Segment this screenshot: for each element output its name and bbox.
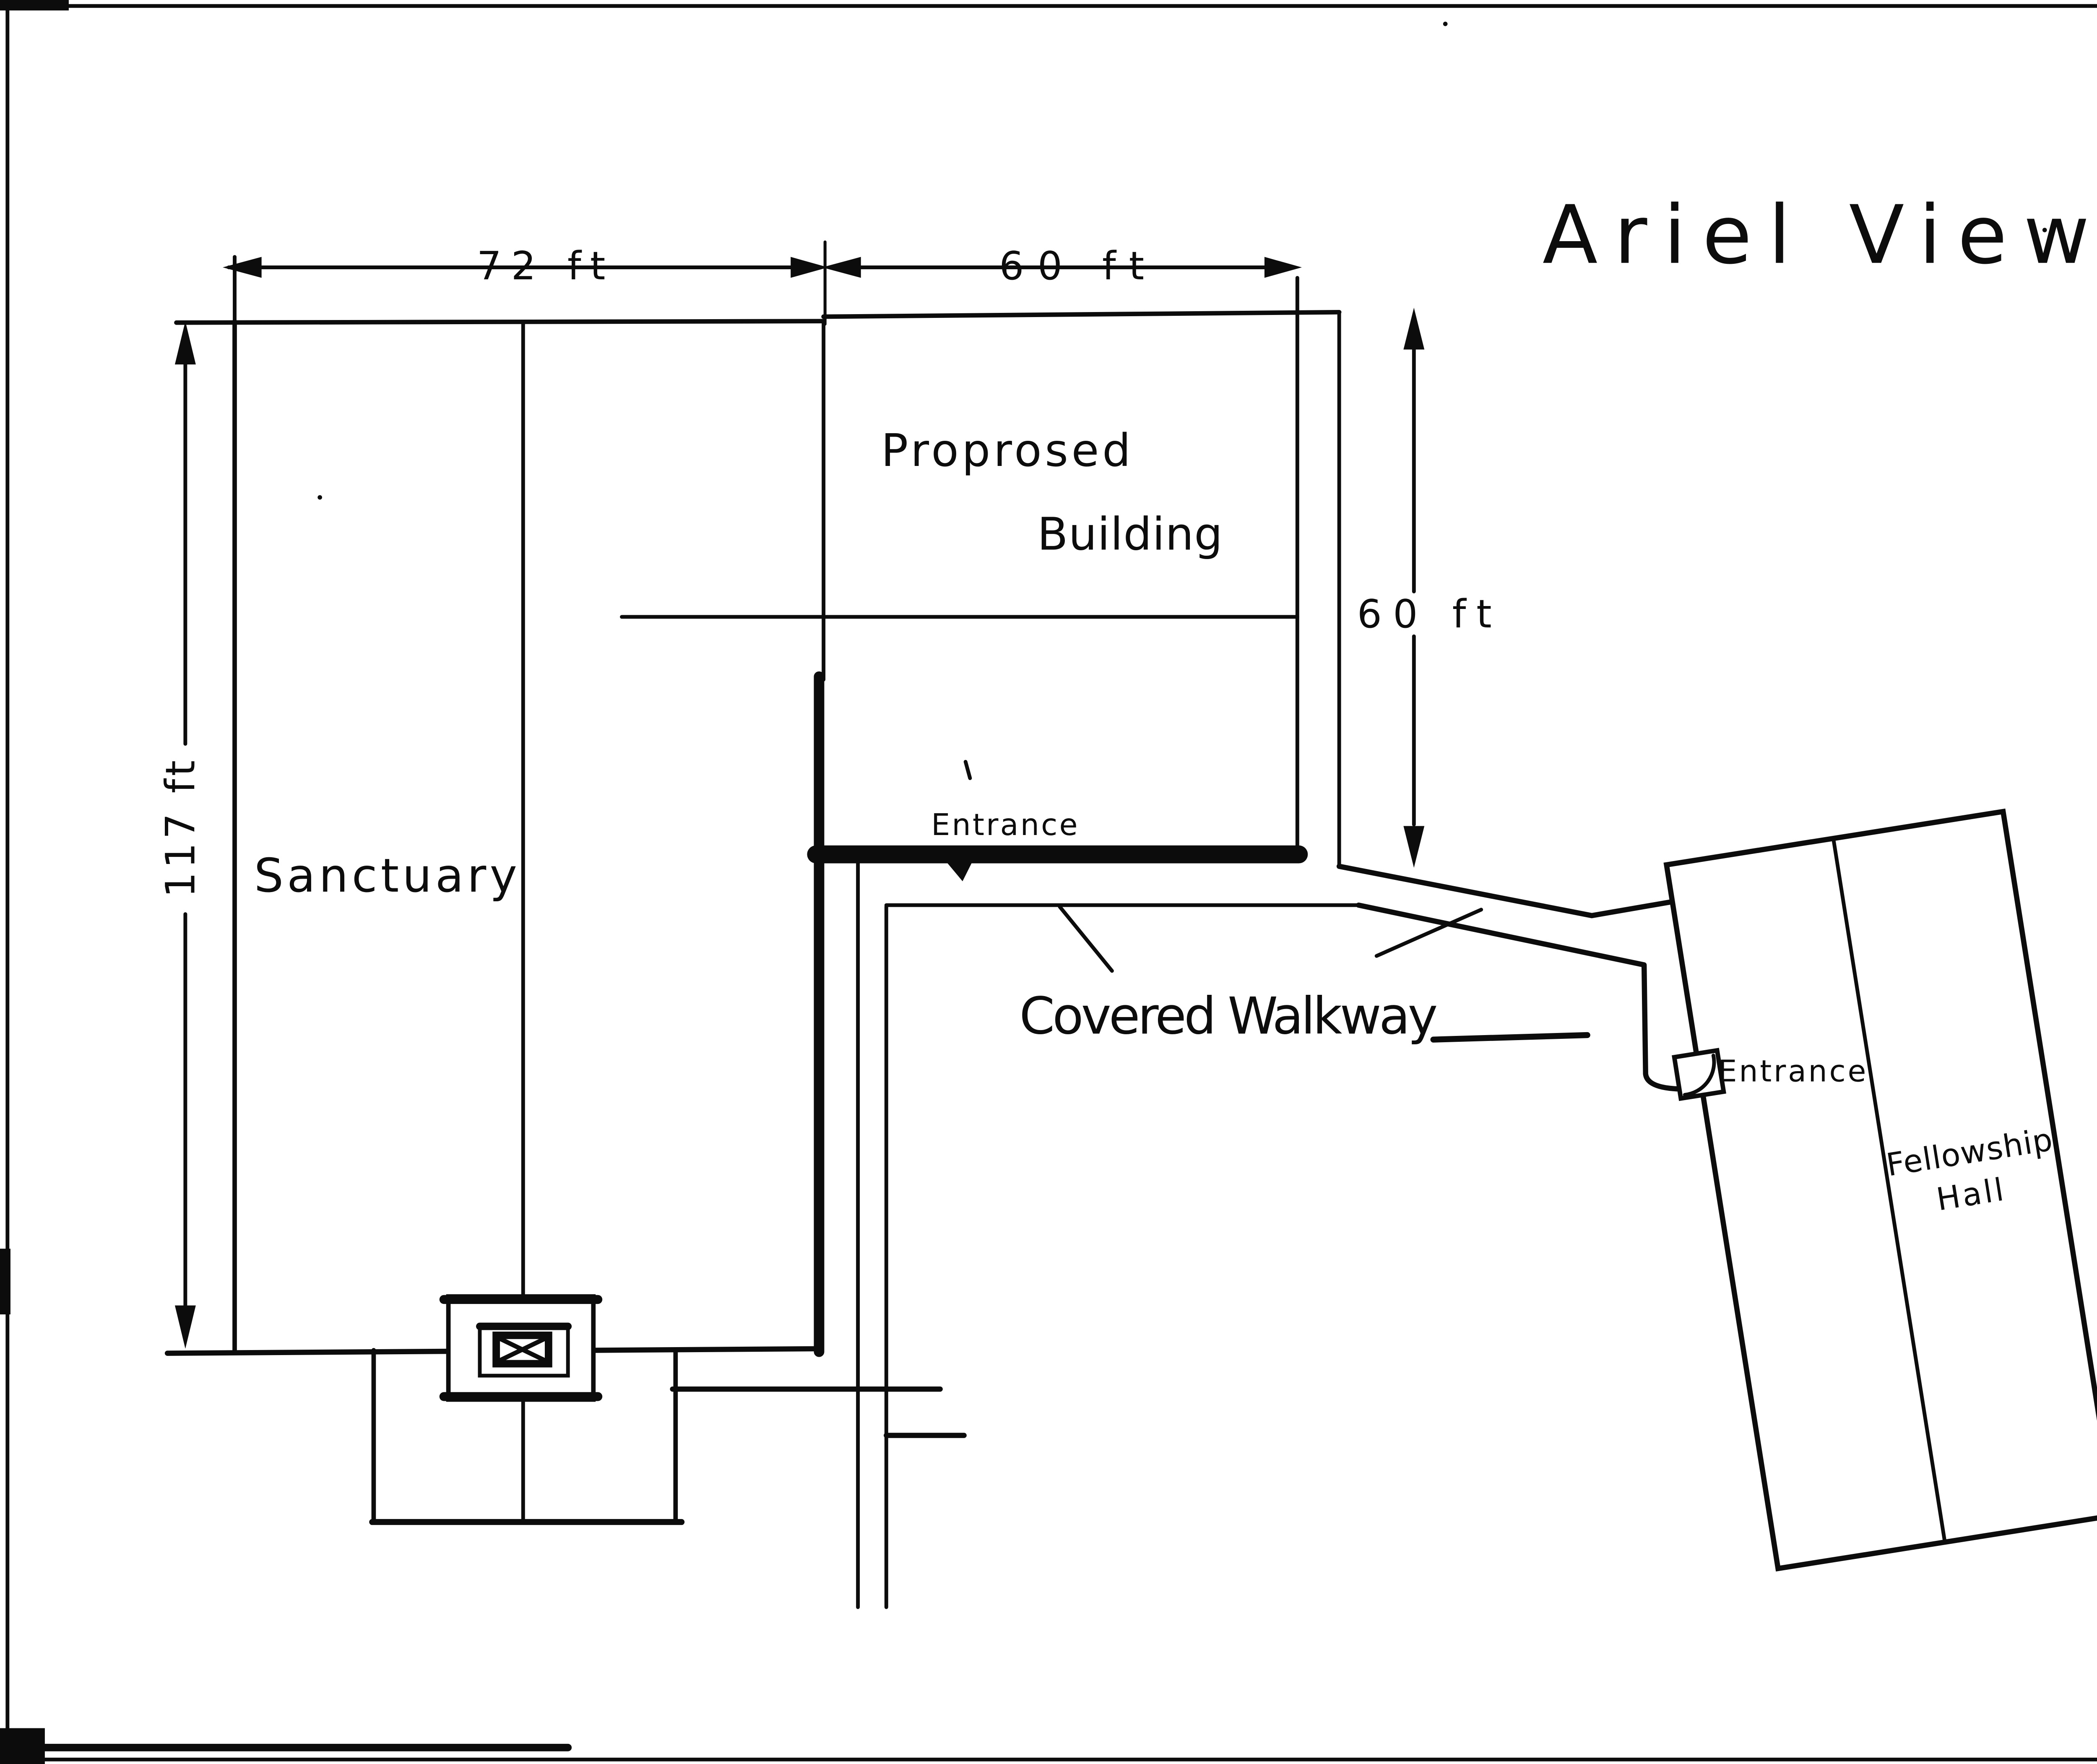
page-border-rect [5, 4, 2097, 1761]
arrow-up-icon [174, 321, 196, 364]
scan-artifact-top-left [0, 0, 69, 10]
proposed-building-label-line2: Building [1037, 509, 1223, 561]
walkway-label-leader-line [1058, 905, 1114, 973]
dim-label-117ft: 117 ft [157, 760, 204, 898]
arrow-right-icon [791, 257, 828, 278]
arrow-right-icon [1264, 257, 1302, 278]
proposed-building-label-line1: Proprosed [881, 425, 1131, 477]
sanctuary-top-wall [174, 319, 826, 325]
scan-artifact-left-edge [0, 1249, 10, 1315]
covered-walkway-label: Covered Walkway [1019, 987, 1438, 1046]
arrow-left-icon [222, 257, 262, 278]
fellowship-hall-interior-wall [1832, 839, 1946, 1541]
fellowship-entrance-label: Entrance [1718, 1054, 1866, 1088]
walkway-east-upper-line [1336, 864, 1672, 918]
fellowship-entrance-door-icon [1672, 1048, 1726, 1101]
fellowship-hall: Fellowship Hall [1663, 808, 2097, 1572]
dimension-117ft: 117 ft [157, 321, 204, 1349]
scan-noise-dot [317, 495, 322, 500]
page-title: Ariel View [1543, 188, 2092, 282]
proposed-entrance-label: Entrance [931, 807, 1077, 842]
rear-annex [369, 1348, 685, 1525]
proposed-entrance-door-icon [947, 863, 972, 882]
covered-walkway [670, 861, 1680, 1609]
steeple-box [439, 1294, 603, 1402]
scan-noise-mark [963, 760, 972, 780]
sanctuary-label: Sanctuary [254, 849, 517, 903]
proposed-building [620, 276, 1342, 882]
dimension-60ft-right: 60 ft [1357, 307, 1492, 868]
proposed-top-wall [821, 310, 1342, 319]
scan-noise-dot [1443, 21, 1448, 26]
dim-label-60ft-right: 60 ft [1357, 591, 1492, 637]
arrow-down-icon [174, 1305, 196, 1349]
arrow-down-icon [1403, 826, 1425, 868]
fellowship-door-swing-icon [1683, 1054, 1716, 1097]
walkway-label-dash [1430, 1032, 1590, 1043]
arrow-up-icon [1403, 307, 1425, 350]
fellowship-hall-outline [1663, 808, 2097, 1572]
scan-noise [317, 21, 2047, 780]
arrow-left-icon [822, 257, 861, 278]
steeple-x-mark [497, 1336, 548, 1363]
scan-noise-dot [2042, 228, 2047, 232]
walkway-leader-line-2 [1374, 908, 1483, 958]
walkway-east-lower-bend [1356, 902, 1680, 1092]
